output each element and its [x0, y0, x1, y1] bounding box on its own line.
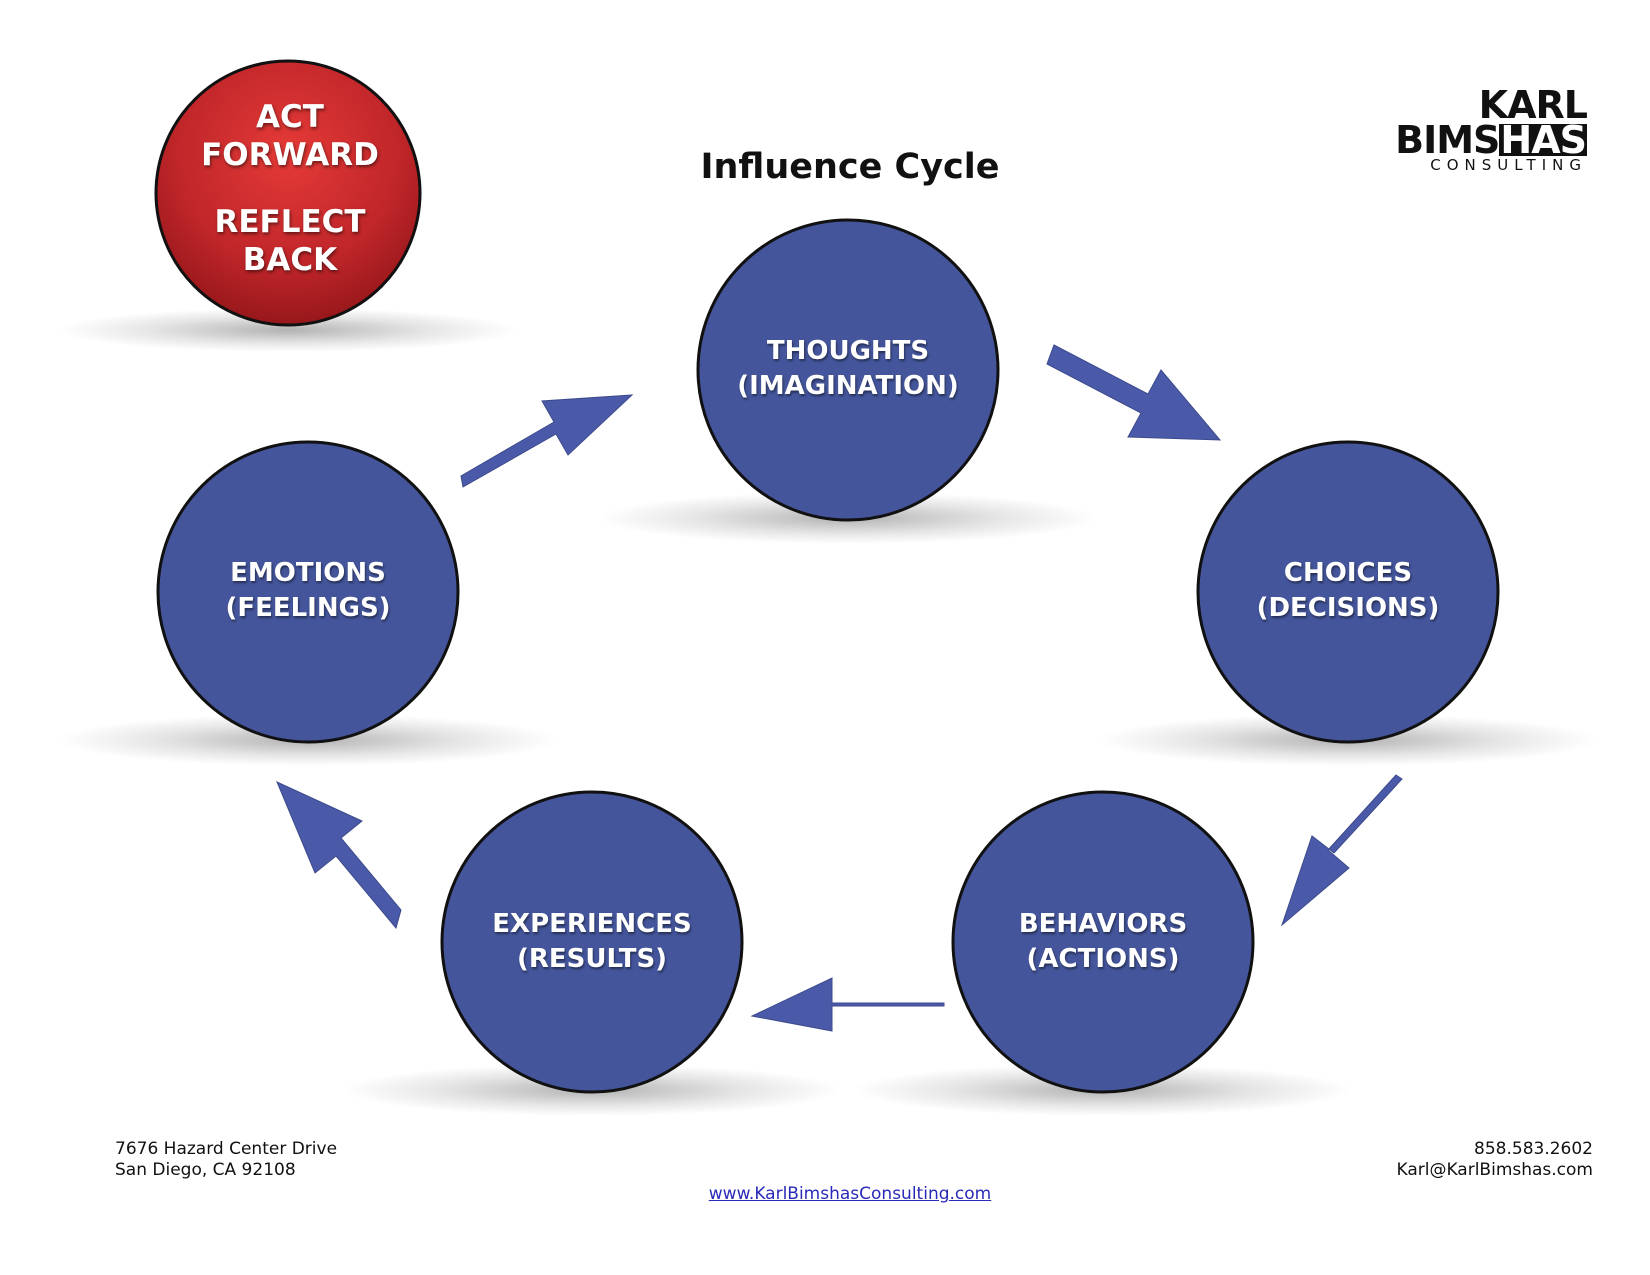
node-choices	[1196, 440, 1500, 744]
node-subtitle-choices: (DECISIONS)	[1256, 593, 1440, 623]
node-label-experiences: EXPERIENCES (RESULTS)	[432, 907, 752, 977]
address-line-2: San Diego, CA 92108	[115, 1160, 296, 1180]
arrow-emotions-to-thoughts	[460, 394, 634, 488]
node-label-choices: CHOICES (DECISIONS)	[1188, 556, 1508, 626]
act-reflect-badge	[154, 59, 422, 327]
badge-line-act: ACT	[256, 99, 324, 135]
address-line-1: 7676 Hazard Center Drive	[115, 1139, 338, 1159]
node-title-thoughts: THOUGHTS	[766, 336, 930, 366]
node-title-emotions: EMOTIONS	[230, 558, 386, 588]
node-behaviors	[951, 790, 1255, 1094]
logo-karl: KARL	[1478, 83, 1588, 127]
node-label-thoughts: THOUGHTS (IMAGINATION)	[688, 334, 1008, 404]
node-experiences	[440, 790, 744, 1094]
badge-line-back: BACK	[242, 242, 338, 278]
badge-line-reflect: REFLECT	[214, 204, 366, 240]
node-title-experiences: EXPERIENCES	[492, 909, 692, 939]
website-link[interactable]: www.KarlBimshasConsulting.com	[708, 1184, 992, 1204]
node-subtitle-emotions: (FEELINGS)	[225, 593, 391, 623]
footer-phone: 858.583.2602	[1474, 1139, 1593, 1159]
logo-consulting: CONSULTING	[1430, 156, 1587, 174]
footer-email[interactable]: Karl@KarlBimshas.com	[1396, 1160, 1593, 1180]
arrow-thoughts-to-choices	[1046, 344, 1222, 441]
node-subtitle-thoughts: (IMAGINATION)	[737, 371, 959, 401]
node-title-behaviors: BEHAVIORS	[1018, 909, 1188, 939]
node-emotions	[156, 440, 460, 744]
node-subtitle-experiences: (RESULTS)	[516, 944, 668, 974]
page-title: Influence Cycle	[700, 147, 1000, 187]
footer-address: 7676 Hazard Center Drive San Diego, CA 9…	[115, 1139, 337, 1181]
node-thoughts	[696, 218, 1000, 522]
node-subtitle-behaviors: (ACTIONS)	[1026, 944, 1180, 974]
node-label-behaviors: BEHAVIORS (ACTIONS)	[943, 907, 1263, 977]
footer-contact: 858.583.2602 Karl@KarlBimshas.com	[1396, 1139, 1593, 1181]
arrow-choices-to-behaviors	[1280, 774, 1403, 927]
company-logo: KARL BIMSHAS CONSULTING	[1387, 83, 1588, 176]
badge-shadow	[58, 308, 518, 352]
node-label-emotions: EMOTIONS (FEELINGS)	[148, 556, 468, 626]
logo-bims: BIMS	[1395, 118, 1500, 162]
arrow-behaviors-to-experiences	[750, 977, 945, 1032]
logo-has: HAS	[1499, 118, 1587, 162]
node-title-choices: CHOICES	[1283, 558, 1413, 588]
badge-line-forward: FORWARD	[201, 137, 379, 173]
arrow-experiences-to-emotions	[276, 781, 402, 930]
logo-bimshas: BIMSHAS	[1395, 121, 1587, 159]
